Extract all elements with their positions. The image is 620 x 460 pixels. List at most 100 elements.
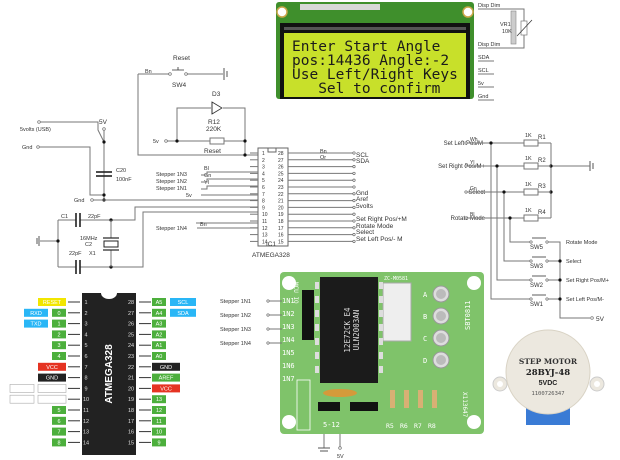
ic-right-nets: Bn Or SCL SDA Gnd Aref 5volts Set Right … bbox=[320, 149, 407, 243]
resistor-r12-ref: R12 bbox=[208, 119, 220, 126]
switch-terminal bbox=[529, 259, 533, 263]
pinout-pin-number: 11 bbox=[83, 408, 89, 414]
ic-left-pin-num: 9 bbox=[262, 205, 265, 211]
cap-c1-ref: C1 bbox=[61, 214, 68, 220]
pinout-diagram: ATMEGA328 1RESET20RXD31TXD4253647VCC8GND… bbox=[9, 293, 196, 455]
button-input-terminal bbox=[464, 216, 468, 220]
resistor-body bbox=[523, 139, 539, 147]
pinout-label-box bbox=[52, 438, 66, 447]
ic-left-pin-num: 6 bbox=[262, 185, 265, 191]
switch-ref: SW1 bbox=[530, 302, 544, 308]
net-aref: Aref bbox=[356, 196, 368, 203]
switch-label: Select bbox=[566, 259, 582, 265]
pinout-pin-number: 26 bbox=[128, 322, 134, 328]
pinout-label-box bbox=[38, 362, 66, 371]
cap-c1-value: 22pF bbox=[88, 214, 101, 220]
driver-led-label: A bbox=[423, 291, 428, 299]
button-input-label: Set Right Pos/M+ bbox=[438, 164, 485, 170]
driver-socket-pin bbox=[315, 324, 319, 331]
ic-right-pin-num: 22 bbox=[278, 192, 284, 198]
net-select: Select bbox=[356, 229, 374, 236]
pinout-label-box bbox=[52, 406, 66, 414]
driver-input-terminal bbox=[266, 299, 270, 303]
driver-silk-input: 1N5 bbox=[282, 349, 295, 357]
net-set-left: Set Left Pos/- M bbox=[356, 236, 403, 243]
pinout-label: 5 bbox=[57, 408, 60, 414]
pinout-label: A0 bbox=[156, 354, 163, 360]
ic-left-pin-num: 4 bbox=[262, 171, 265, 177]
pinout-alt-label-box bbox=[9, 384, 35, 393]
rail-5v-label: 5V bbox=[99, 119, 108, 126]
driver-silk-input: 1N3 bbox=[282, 323, 295, 331]
lcd-line-1: Enter Start Angle bbox=[292, 39, 440, 55]
ic-left-nets: Bl Gn Yl Stepper 1N3 Stepper 1N2 Stepper… bbox=[156, 166, 258, 232]
ic-right-pin-num: 26 bbox=[278, 165, 284, 171]
driver-socket-pin bbox=[315, 310, 319, 317]
pinout-pin-number: 13 bbox=[83, 430, 89, 436]
driver-serial: X113647 bbox=[461, 392, 468, 418]
net-5volts: 5volts bbox=[356, 203, 374, 210]
pinout-alt-label-box bbox=[170, 308, 196, 317]
crystal-freq: 16MHz bbox=[80, 236, 98, 242]
driver-input-label: Stepper 1N4 bbox=[220, 341, 251, 347]
pinout-pin-number: 9 bbox=[84, 386, 87, 392]
ic-right-pin-terminal bbox=[352, 171, 356, 175]
ic-right-pin-terminal bbox=[352, 158, 356, 162]
driver-socket-pin bbox=[315, 282, 319, 289]
resistor-value: 1K bbox=[525, 133, 532, 139]
driver-resistor-label: R8 bbox=[428, 422, 436, 430]
button-input-label: Rotate Mode bbox=[451, 216, 486, 222]
switch-label: Set Left Pos/M- bbox=[566, 297, 604, 303]
reset-wire-tag: Bn bbox=[145, 69, 152, 75]
pinout-label-box bbox=[52, 352, 66, 360]
resistor-body bbox=[523, 188, 539, 196]
pinout-alt-label-box bbox=[24, 319, 48, 328]
pinout-label: 1 bbox=[57, 322, 60, 328]
pinout-pin-number: 10 bbox=[83, 397, 89, 403]
pinout-pin-number: 17 bbox=[128, 419, 134, 425]
button-input-terminal bbox=[464, 164, 468, 168]
tag-gn: Gn bbox=[204, 173, 211, 179]
pinout-pin-number: 24 bbox=[128, 343, 134, 349]
resistor-ref: R2 bbox=[538, 158, 546, 164]
pinout-pin-number: 8 bbox=[84, 376, 87, 382]
pinout-label: 3 bbox=[57, 343, 60, 349]
ic-right-pin-terminal bbox=[352, 199, 356, 203]
pinout-pin-number: 28 bbox=[128, 300, 134, 306]
driver-led-label: D bbox=[423, 357, 427, 365]
ic-left-pin-num: 1 bbox=[262, 151, 265, 157]
resistor-ref: R1 bbox=[538, 135, 546, 141]
net-gnd: Gnd bbox=[356, 190, 369, 197]
ic-left-pin-num: 10 bbox=[262, 212, 268, 218]
net-stepper-1n4: Stepper 1N4 bbox=[156, 226, 187, 232]
pinout-label: 8 bbox=[57, 440, 60, 446]
resistor-r12-value: 220K bbox=[206, 126, 222, 133]
pinout-alt-label: RXD bbox=[30, 311, 42, 317]
driver-socket-pin bbox=[379, 296, 383, 303]
resistor-value: 1K bbox=[525, 156, 532, 162]
ic-right-pin-terminal bbox=[352, 233, 356, 237]
switch-terminal bbox=[545, 297, 549, 301]
pinout-pin-number: 23 bbox=[128, 354, 134, 360]
pinout-label: 12 bbox=[156, 408, 162, 414]
ic-left-pin-num: 12 bbox=[262, 226, 268, 232]
pinout-label-box bbox=[38, 298, 66, 306]
cap-c20-value: 100nF bbox=[116, 177, 132, 183]
net-rotate-mode: Rotate Mode bbox=[356, 223, 394, 230]
switch-terminal bbox=[545, 278, 549, 282]
driver-input-label: Stepper 1N2 bbox=[220, 313, 251, 319]
pinout-label-box bbox=[152, 438, 166, 447]
pinout-label-box bbox=[152, 373, 180, 382]
driver-chip-line2: ULN2003AN bbox=[352, 310, 361, 351]
pinout-pin-number: 1 bbox=[84, 300, 87, 306]
pinout-pin-number: 20 bbox=[128, 386, 134, 392]
pinout-label: A3 bbox=[156, 322, 163, 328]
cap-c20-ref: C20 bbox=[116, 168, 126, 174]
switch-terminal bbox=[529, 297, 533, 301]
pinout-label: 0 bbox=[57, 311, 60, 317]
ic-right-pin-terminal bbox=[352, 226, 356, 230]
ic-right-pin-num: 17 bbox=[278, 226, 284, 232]
buttons-supply: 5V bbox=[596, 316, 605, 323]
